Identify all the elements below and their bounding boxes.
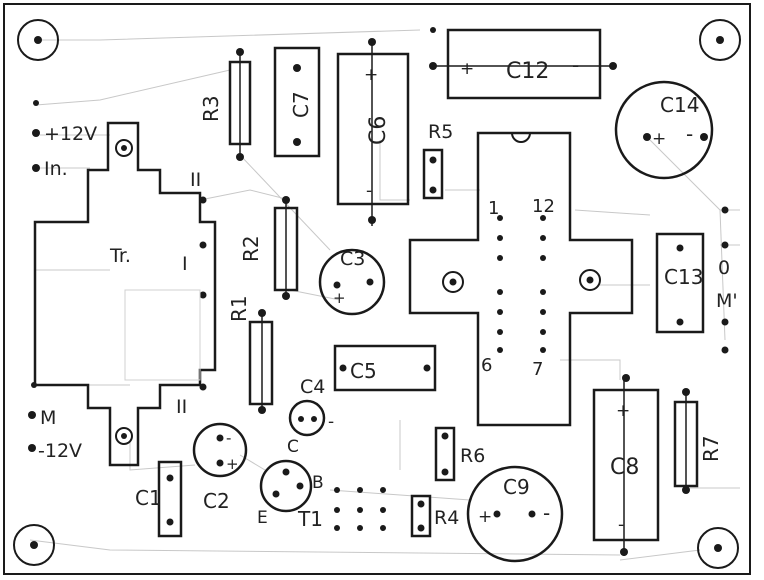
label-winding-i: I — [182, 253, 188, 275]
capacitor-c5 — [333, 344, 437, 392]
label-c9: C9 — [503, 475, 530, 499]
capacitor-c13 — [655, 232, 705, 334]
label-c14-plus: + — [652, 129, 666, 149]
label-r4: R4 — [434, 507, 459, 529]
label-ic-pin7: 7 — [532, 359, 543, 380]
capacitor-c4 — [288, 399, 326, 437]
label-t1: T1 — [297, 507, 323, 531]
pad-matrix — [334, 487, 386, 531]
label-input: In. — [44, 158, 68, 180]
label-transformer: Tr. — [109, 245, 131, 267]
capacitor-c2 — [192, 422, 248, 478]
label-c13: C13 — [664, 265, 703, 289]
edge-pad-plus12v — [32, 129, 40, 137]
resistor-r4 — [410, 494, 432, 538]
board-outline — [3, 3, 751, 575]
resistor-r6 — [434, 426, 456, 482]
ic-heatsink-cross — [408, 131, 634, 427]
label-c7: C7 — [289, 91, 313, 118]
label-c9-plus: + — [478, 507, 492, 527]
label-ic-pin6: 6 — [481, 355, 492, 376]
edge-pad-ground — [28, 411, 36, 419]
label-c8: C8 — [610, 455, 639, 480]
label-minus12v: -12V — [38, 440, 82, 462]
resistor-r3 — [228, 48, 252, 161]
label-c2-minus: - — [226, 429, 231, 447]
label-c3-plus: + — [333, 289, 346, 307]
label-ic-pin1: 1 — [488, 198, 499, 219]
output-pads — [721, 206, 729, 354]
label-c3: C3 — [340, 248, 365, 270]
edge-pad-minus12v — [28, 444, 36, 452]
resistor-r2 — [273, 196, 299, 300]
label-ground-m: M — [40, 407, 56, 429]
mounting-hole-top-right — [699, 19, 741, 61]
label-c9-minus: - — [543, 501, 550, 525]
label-r3: R3 — [199, 95, 223, 122]
label-c1: C1 — [135, 486, 162, 510]
label-r5: R5 — [428, 121, 453, 143]
label-ic-pin12: 12 — [532, 196, 555, 217]
label-c5: C5 — [350, 359, 377, 383]
resistor-r5 — [422, 148, 444, 200]
label-t1-base: B — [312, 473, 324, 493]
label-out-zero: 0 — [718, 257, 730, 279]
label-c12: C12 — [506, 59, 549, 84]
resistor-r7 — [673, 388, 699, 494]
edge-pad-input — [32, 164, 40, 172]
label-r1: R1 — [227, 295, 251, 322]
label-c12-plus: + — [460, 59, 474, 79]
transistor-t1 — [259, 459, 313, 513]
label-r6: R6 — [460, 445, 485, 467]
label-winding-ii-top: II — [190, 169, 201, 191]
capacitor-c14 — [614, 80, 714, 180]
label-r7: R7 — [699, 435, 723, 462]
mounting-hole-bottom-left — [13, 524, 55, 566]
label-t1-emitter: E — [257, 508, 268, 528]
label-r2: R2 — [239, 235, 263, 262]
label-c4-minus: - — [328, 412, 334, 432]
capacitor-c1 — [157, 460, 183, 538]
label-winding-ii-bottom: II — [176, 396, 187, 418]
capacitor-c9 — [466, 465, 564, 563]
capacitor-c8 — [592, 374, 660, 556]
label-c6-minus: - — [366, 181, 372, 201]
label-c2-plus: + — [226, 455, 239, 473]
label-t1-collector: C — [287, 437, 299, 457]
label-out-m: M' — [716, 290, 738, 312]
capacitor-c6 — [336, 38, 410, 226]
label-c2: C2 — [203, 489, 230, 513]
label-c6: C6 — [366, 116, 391, 145]
label-c14-minus: - — [686, 122, 693, 146]
mounting-hole-top-left — [17, 19, 59, 61]
mounting-hole-bottom-right — [697, 527, 739, 569]
transformer-footprint — [33, 121, 217, 467]
label-c8-plus: + — [616, 401, 630, 421]
capacitor-c3 — [318, 248, 386, 316]
label-c8-minus: - — [618, 515, 624, 535]
capacitor-c12 — [429, 27, 617, 100]
capacitor-c7 — [273, 46, 321, 158]
edge-pad-top-a — [33, 100, 39, 106]
label-plus12v: +12V — [44, 123, 97, 145]
label-c4: C4 — [300, 376, 325, 398]
resistor-r1 — [248, 309, 274, 414]
label-c12-minus: - — [572, 53, 579, 77]
label-c6-plus: + — [364, 65, 378, 85]
label-c14: C14 — [660, 93, 699, 117]
